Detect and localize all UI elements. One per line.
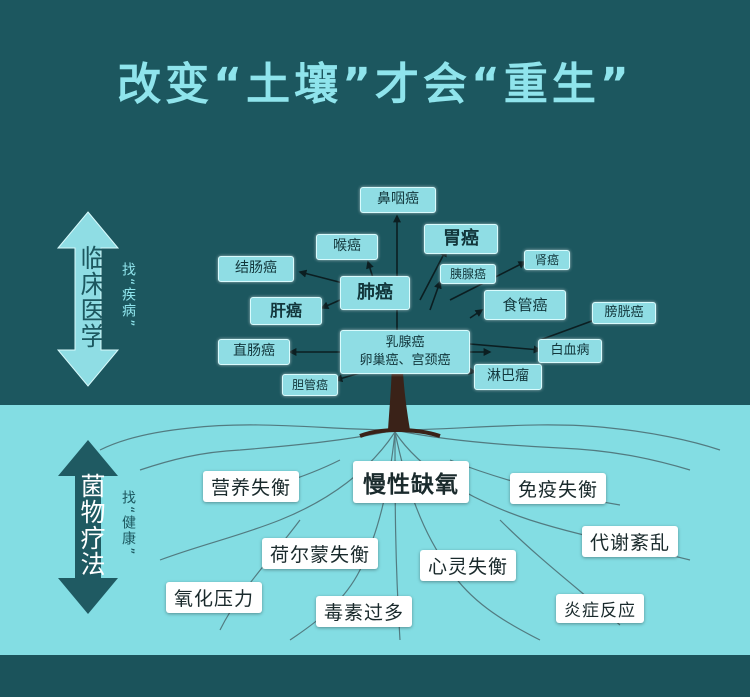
node-bile-duct-cancer: 胆管癌 — [282, 374, 338, 396]
cause-excess-toxins: 毒素过多 — [316, 596, 413, 627]
node-leukemia: 白血病 — [538, 339, 602, 363]
find-disease-label: 找“疾病” — [120, 262, 136, 329]
breast-cancer-text: 乳腺癌 — [385, 335, 425, 351]
node-gastric-cancer: 胃癌 — [424, 224, 498, 254]
cause-inflammation: 炎症反应 — [556, 594, 644, 623]
node-colon-cancer: 结肠癌 — [218, 256, 294, 282]
node-lung-cancer: 肺癌 — [340, 276, 410, 310]
node-breast-ovarian-cervical-cancer: 乳腺癌 卵巢癌、宫颈癌 — [340, 330, 470, 374]
node-pancreatic-cancer: 胰腺癌 — [440, 264, 496, 284]
fungi-therapy-label: 菌物疗法 — [77, 473, 106, 577]
cause-chronic-hypoxia: 慢性缺氧 — [353, 461, 469, 503]
cause-oxidative-stress: 氧化压力 — [166, 582, 263, 613]
lower-double-arrow — [58, 440, 118, 614]
node-bladder-cancer: 膀胱癌 — [592, 302, 656, 324]
footer-band — [0, 655, 750, 697]
cause-mental-imbalance: 心灵失衡 — [420, 550, 517, 581]
cause-metabolic-disorder: 代谢紊乱 — [582, 526, 679, 557]
upper-double-arrow — [56, 211, 120, 387]
page-title: 改变“土壤”才会“重生” — [117, 59, 633, 110]
cause-immune-imbalance: 免疫失衡 — [510, 473, 607, 504]
node-nasopharyngeal-cancer: 鼻咽癌 — [360, 187, 436, 213]
node-rectal-cancer: 直肠癌 — [218, 339, 290, 365]
node-kidney-cancer: 肾癌 — [524, 250, 570, 270]
node-esophageal-cancer: 食管癌 — [484, 290, 566, 320]
cause-hormone-imbalance: 荷尔蒙失衡 — [262, 538, 379, 569]
cause-nutrition-imbalance: 营养失衡 — [203, 471, 300, 502]
clinical-medicine-label: 临床医学 — [77, 245, 106, 349]
node-liver-cancer: 肝癌 — [250, 297, 322, 325]
node-laryngeal-cancer: 喉癌 — [316, 234, 378, 260]
ovarian-cervical-cancer-text: 卵巢癌、宫颈癌 — [359, 353, 451, 368]
node-lymphoma: 淋巴瘤 — [474, 364, 542, 390]
find-health-label: 找“健康” — [120, 490, 136, 557]
